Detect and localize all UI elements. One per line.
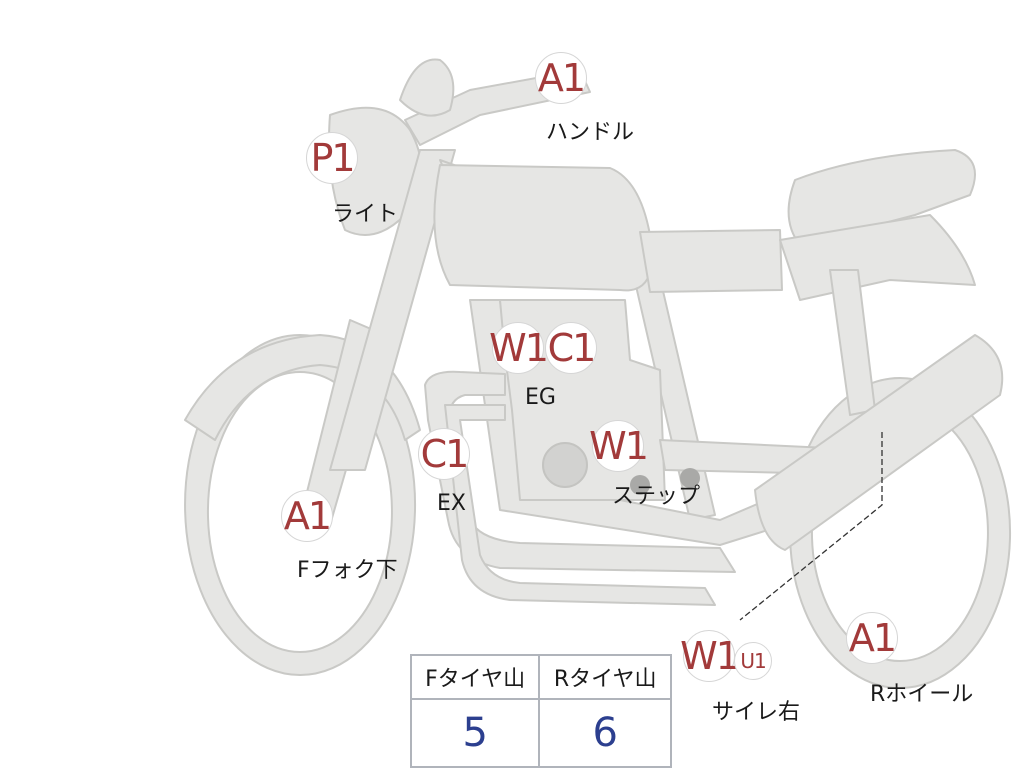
engine-code-c: C1 (545, 322, 597, 374)
front-tire-value: 5 (409, 698, 541, 768)
fork-label: Fフォク下 (297, 558, 398, 583)
engine-cover (542, 442, 588, 488)
handle-label: ハンドル (546, 120, 635, 145)
front-tire-header: Fタイヤ山 (409, 654, 541, 700)
rear-tire-header: Rタイヤ山 (538, 654, 672, 700)
leader-line (739, 432, 883, 621)
exhaust-code: C1 (418, 428, 470, 480)
frame-downtube (329, 149, 456, 471)
mirror (399, 58, 455, 117)
handle-code: A1 (535, 52, 587, 104)
engine-label: EG (525, 385, 556, 410)
silencer-small-code: U1 (734, 642, 772, 680)
engine-code-w: W1 (489, 322, 549, 374)
rwheel-code: A1 (846, 612, 898, 664)
step-peg (680, 468, 700, 488)
side-panel (639, 229, 783, 293)
rear-tire-value: 6 (538, 698, 672, 768)
silencer-code: W1 (680, 630, 740, 682)
exhaust-pipe-2 (444, 404, 716, 606)
silencer-label: サイレ右 (712, 700, 801, 725)
step-peg (630, 475, 650, 495)
fork-code: A1 (281, 490, 333, 542)
fuel-tank (433, 164, 653, 292)
rear-cowl (779, 214, 976, 301)
light-code: P1 (306, 132, 358, 184)
tire-depth-table: Fタイヤ山 Rタイヤ山 5 6 (409, 654, 672, 768)
light-label: ライト (332, 202, 399, 227)
rear-shock (829, 269, 876, 416)
step-label: ステップ (612, 484, 701, 509)
muffler (754, 334, 1004, 551)
step-code: W1 (589, 420, 649, 472)
exhaust-label: EX (437, 491, 466, 516)
seat (787, 149, 976, 246)
rwheel-label: Rホイール (870, 682, 974, 707)
